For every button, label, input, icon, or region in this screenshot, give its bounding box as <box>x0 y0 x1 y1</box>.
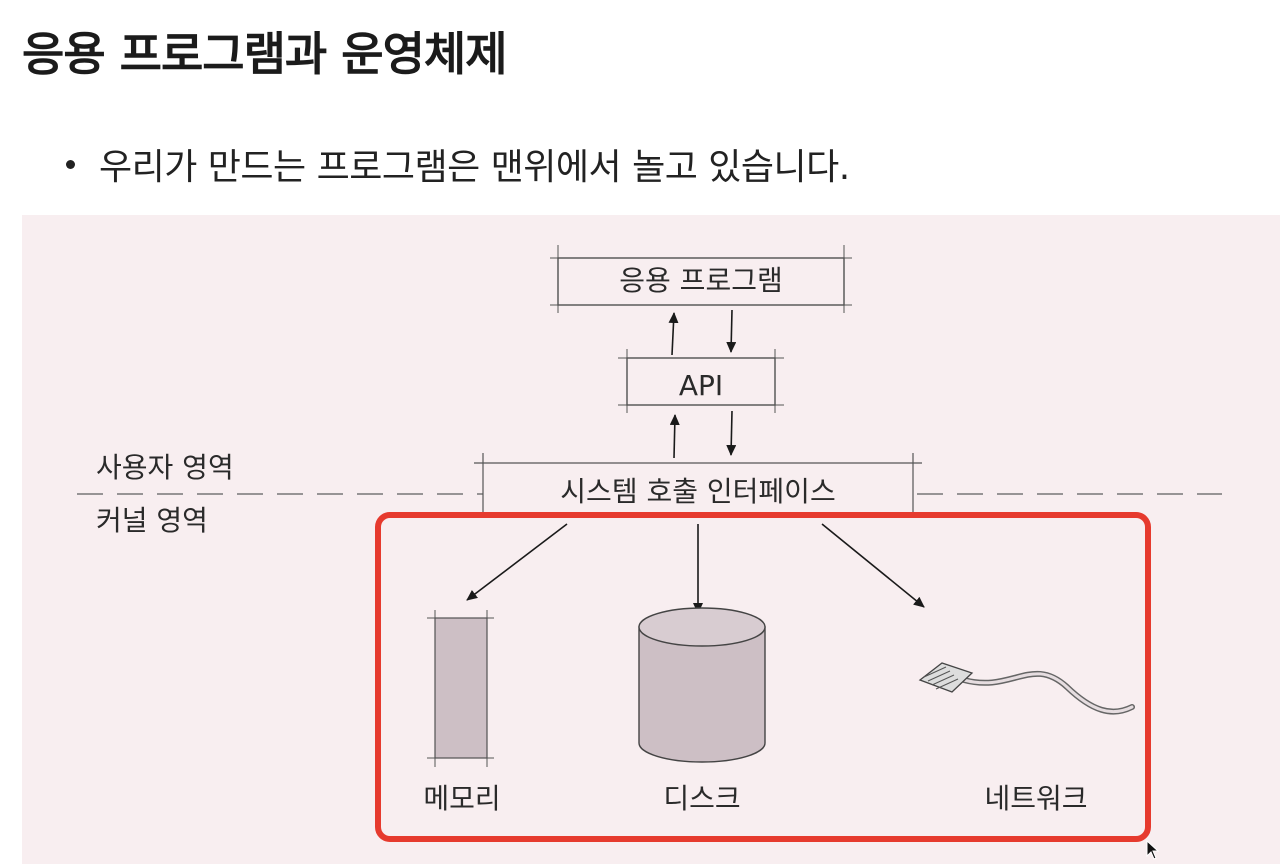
user-area-label: 사용자 영역 <box>96 451 234 484</box>
syscall-interface-box: 시스템 호출 인터페이스 <box>474 453 922 515</box>
os-diagram: 응용 프로그램 API 시스템 호출 인터페이스 사용자 영역 <box>22 215 1280 864</box>
mouse-cursor-icon <box>1146 840 1160 860</box>
api-label: API <box>679 369 723 402</box>
arrow-syscall-to-api <box>669 414 680 459</box>
app-program-label: 응용 프로그램 <box>619 264 782 297</box>
arrow-to-network <box>821 523 925 608</box>
kernel-highlight-box <box>375 512 1151 842</box>
os-diagram-svg: 응용 프로그램 API 시스템 호출 인터페이스 사용자 영역 <box>77 245 1222 842</box>
syscall-interface-label: 시스템 호출 인터페이스 <box>560 475 835 508</box>
memory-device <box>427 610 494 767</box>
api-box: API <box>618 349 784 413</box>
network-cable-icon <box>918 662 1135 715</box>
arrow-api-to-syscall <box>726 410 737 456</box>
memory-label: 메모리 <box>423 782 500 815</box>
network-label: 네트워크 <box>984 782 1087 815</box>
bullet-item: 우리가 만드는 프로그램은 맨위에서 놀고 있습니다. <box>66 138 850 190</box>
disk-cylinder-icon <box>638 607 766 763</box>
arrow-app-to-api <box>726 309 737 353</box>
bullet-text: 우리가 만드는 프로그램은 맨위에서 놀고 있습니다. <box>99 147 850 188</box>
page-title: 응용 프로그램과 운영체제 <box>22 27 508 81</box>
kernel-area-label: 커널 영역 <box>96 504 208 537</box>
arrow-to-memory <box>466 523 568 601</box>
app-program-box: 응용 프로그램 <box>550 245 852 313</box>
bullet-dot-icon <box>66 159 75 169</box>
arrow-api-to-app <box>668 312 679 356</box>
disk-label: 디스크 <box>663 782 740 815</box>
